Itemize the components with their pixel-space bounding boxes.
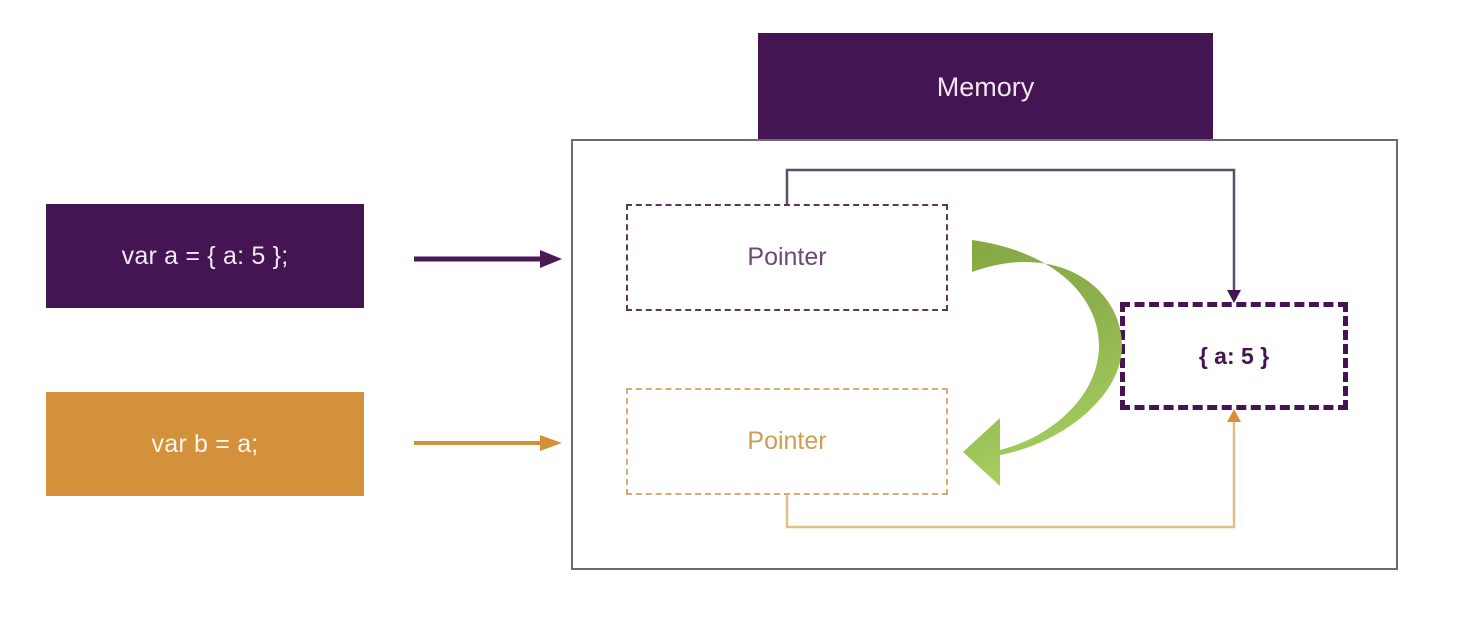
pointer-slot-a: Pointer [626,204,948,311]
code-box-var-a: var a = { a: 5 }; [46,204,364,308]
pointer-slot-b: Pointer [626,388,948,495]
code-box-var-b-label: var b = a; [151,429,259,458]
pointer-slot-b-label: Pointer [747,427,827,455]
code-box-var-a-label: var a = { a: 5 }; [121,241,289,270]
object-value-box: { a: 5 } [1120,302,1348,410]
memory-header: Memory [758,33,1213,141]
assignment-arrow-a-icon [414,244,562,274]
object-value-label: { a: 5 } [1198,342,1270,369]
assignment-arrow-b-icon [414,428,562,458]
code-box-var-b: var b = a; [46,392,364,496]
memory-title: Memory [936,71,1035,102]
pointer-slot-a-label: Pointer [747,243,827,271]
